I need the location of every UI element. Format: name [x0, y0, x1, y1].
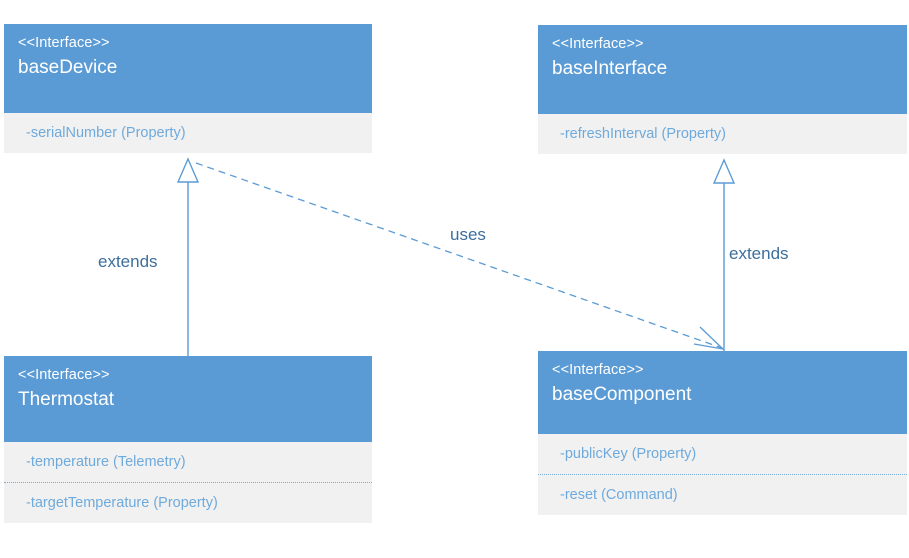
edge-label-extends-left: extends — [98, 252, 158, 271]
class-member[interactable]: -temperature (Telemetry) — [26, 454, 186, 470]
class-stereotype: <<Interface>> — [18, 35, 110, 51]
edge-label-uses: uses — [450, 225, 486, 244]
edge-line-uses — [195, 162, 723, 349]
class-member[interactable]: -refreshInterval (Property) — [560, 126, 726, 142]
class-box-thermostat[interactable]: <<Interface>> Thermostat -temperature (T… — [4, 356, 372, 523]
class-member[interactable]: -serialNumber (Property) — [26, 125, 186, 141]
class-box-basecomponent[interactable]: <<Interface>> baseComponent -publicKey (… — [538, 351, 907, 515]
hollow-triangle-arrowhead-right — [712, 158, 736, 184]
class-stereotype: <<Interface>> — [552, 362, 644, 378]
class-box-baseinterface[interactable]: <<Interface>> baseInterface -refreshInte… — [538, 25, 907, 154]
class-header-baseinterface: <<Interface>> baseInterface — [538, 25, 907, 114]
class-stereotype: <<Interface>> — [552, 36, 644, 52]
edge-basedevice-uses-basecomponent — [195, 162, 725, 351]
class-header-basedevice: <<Interface>> baseDevice — [4, 24, 372, 113]
class-member[interactable]: -publicKey (Property) — [560, 446, 697, 462]
class-title: Thermostat — [18, 389, 115, 410]
class-header-thermostat: <<Interface>> Thermostat — [4, 356, 372, 442]
class-body-basecomponent: -publicKey (Property) -reset (Command) — [538, 434, 907, 515]
class-title: baseComponent — [552, 384, 692, 405]
class-member[interactable]: -targetTemperature (Property) — [4, 482, 372, 523]
class-body-basedevice: -serialNumber (Property) — [4, 113, 372, 153]
class-title: baseDevice — [18, 57, 118, 78]
class-stereotype: <<Interface>> — [18, 367, 110, 383]
class-body-thermostat: -temperature (Telemetry) -targetTemperat… — [4, 442, 372, 523]
open-arrowhead-uses — [693, 326, 725, 351]
class-member[interactable]: -reset (Command) — [538, 474, 907, 515]
edge-basecomponent-extends-baseinterface — [712, 158, 736, 351]
class-header-basecomponent: <<Interface>> baseComponent — [538, 351, 907, 434]
hollow-triangle-arrowhead-left — [176, 157, 200, 183]
class-body-baseinterface: -refreshInterval (Property) — [538, 114, 907, 154]
edge-thermostat-extends-basedevice — [176, 157, 200, 356]
edge-label-extends-right: extends — [729, 244, 789, 263]
class-title: baseInterface — [552, 58, 668, 79]
class-box-basedevice[interactable]: <<Interface>> baseDevice -serialNumber (… — [4, 24, 372, 153]
